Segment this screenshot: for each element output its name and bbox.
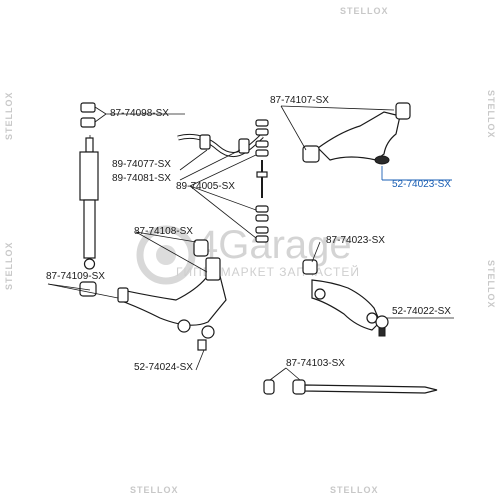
border-text-bottom-left: STELLOX (130, 485, 179, 495)
border-text-right-bottom: STELLOX (486, 260, 496, 309)
label-87-74108-sx: 87-74108-SX (134, 226, 193, 237)
part-lower-control-arm-right (311, 279, 381, 331)
label-89-74077-sx: 89-74077-SX (112, 159, 171, 170)
part-upper-control-arm (302, 102, 411, 165)
watermark-main-text: 4Garage (196, 223, 352, 267)
part-stabilizer-bar (177, 133, 264, 157)
label-52-74023-sx: 52-74023-SX (392, 179, 451, 190)
gear-icon (136, 225, 196, 285)
label-87-74023-sx: 87-74023-SX (326, 235, 385, 246)
label-87-74107-sx: 87-74107-SX (270, 95, 329, 106)
border-text-left-top: STELLOX (4, 91, 14, 140)
border-text-top: STELLOX (340, 6, 389, 16)
border-text-bottom-right: STELLOX (330, 485, 379, 495)
part-lower-arm-bushing-upper (193, 239, 209, 257)
part-lower-control-arm-left (117, 257, 227, 351)
part-strut-rod (263, 379, 438, 395)
border-text-right-top: STELLOX (486, 90, 496, 139)
leader-lines (47, 105, 454, 381)
border-text-left-bottom: STELLOX (4, 241, 14, 290)
label-87-74103-sx: 87-74103-SX (286, 358, 345, 369)
part-stabilizer-link-stack (255, 119, 269, 243)
border-brand-text: STELLOX STELLOX STELLOX STELLOX STELLOX … (4, 6, 496, 495)
label-87-74109-sx: 87-74109-SX (46, 271, 105, 282)
part-number-labels: 87-74098-SX 89-74077-SX 89-74081-SX 89-7… (46, 95, 451, 373)
label-89-74005-sx: 89-74005-SX (176, 181, 235, 192)
part-ball-joint-right (375, 315, 389, 337)
watermark-sub-text: ГИПЕРМАРКЕТ ЗАПЧАСТЕЙ (176, 264, 360, 279)
label-87-74098-sx: 87-74098-SX (110, 108, 169, 119)
label-52-74024-sx: 52-74024-SX (134, 362, 193, 373)
part-lower-arm-bushing-right (302, 259, 318, 275)
part-shock-bushings (80, 102, 96, 128)
part-shock-absorber (79, 135, 99, 270)
label-52-74022-sx: 52-74022-SX (392, 306, 451, 317)
watermark: 4Garage ГИПЕРМАРКЕТ ЗАПЧАСТЕЙ (136, 223, 360, 285)
label-89-74081-sx: 89-74081-SX (112, 173, 171, 184)
